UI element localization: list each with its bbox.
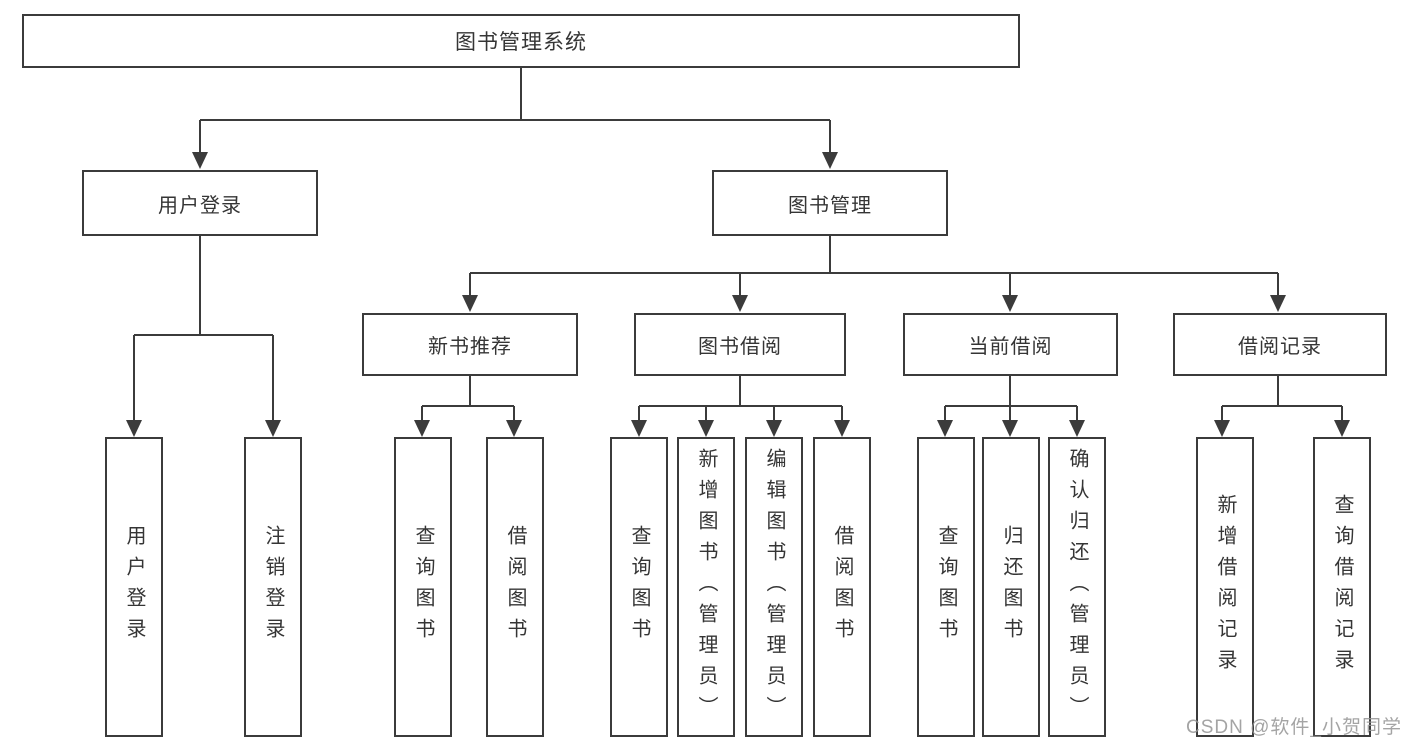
leaf-label: 新增图书（管理员） <box>695 447 717 727</box>
leaf-confirm-return-admin: 确认归还（管理员） <box>1048 437 1106 737</box>
leaf-edit-book-admin: 编辑图书（管理员） <box>745 437 803 737</box>
leaf-label: 查询图书 <box>628 525 650 649</box>
leaf-label: 新增借阅记录 <box>1214 494 1236 680</box>
leaf-label: 查询借阅记录 <box>1331 494 1353 680</box>
node-borrow-records: 借阅记录 <box>1173 313 1387 376</box>
leaf-label: 注销登录 <box>262 525 284 649</box>
node-label: 图书管理系统 <box>455 31 587 54</box>
node-library-system: 图书管理系统 <box>22 14 1020 68</box>
leaf-label: 归还图书 <box>1000 525 1022 649</box>
leaf-label: 编辑图书（管理员） <box>763 447 785 727</box>
leaf-user-login: 用户登录 <box>105 437 163 737</box>
node-label: 图书管理 <box>788 194 872 217</box>
node-book-borrow: 图书借阅 <box>634 313 846 376</box>
leaf-label: 借阅图书 <box>831 525 853 649</box>
node-user-login: 用户登录 <box>82 170 318 236</box>
leaf-label: 用户登录 <box>123 525 145 649</box>
leaf-borrow-books-recommend: 借阅图书 <box>486 437 544 737</box>
leaf-label: 确认归还（管理员） <box>1066 447 1088 727</box>
leaf-add-borrow-record: 新增借阅记录 <box>1196 437 1254 737</box>
leaf-label: 借阅图书 <box>504 525 526 649</box>
leaf-logout: 注销登录 <box>244 437 302 737</box>
node-label: 当前借阅 <box>968 336 1053 358</box>
leaf-borrow-books: 借阅图书 <box>813 437 871 737</box>
leaf-return-book: 归还图书 <box>982 437 1040 737</box>
node-book-management: 图书管理 <box>712 170 948 236</box>
node-label: 用户登录 <box>158 194 242 217</box>
leaf-search-books-borrow: 查询图书 <box>610 437 668 737</box>
node-label: 借阅记录 <box>1238 336 1322 358</box>
leaf-add-book-admin: 新增图书（管理员） <box>677 437 735 737</box>
node-label: 图书借阅 <box>698 336 782 358</box>
leaf-search-borrow-record: 查询借阅记录 <box>1313 437 1371 737</box>
node-label: 新书推荐 <box>428 336 512 358</box>
leaf-search-books-recommend: 查询图书 <box>394 437 452 737</box>
node-current-borrow: 当前借阅 <box>903 313 1118 376</box>
leaf-label: 查询图书 <box>412 525 434 649</box>
leaf-search-books-current: 查询图书 <box>917 437 975 737</box>
csdn-watermark: CSDN @软件_小贺同学 <box>1186 717 1402 738</box>
arrowheads <box>126 152 1350 437</box>
leaf-label: 查询图书 <box>935 525 957 649</box>
node-new-book-recommend: 新书推荐 <box>362 313 578 376</box>
